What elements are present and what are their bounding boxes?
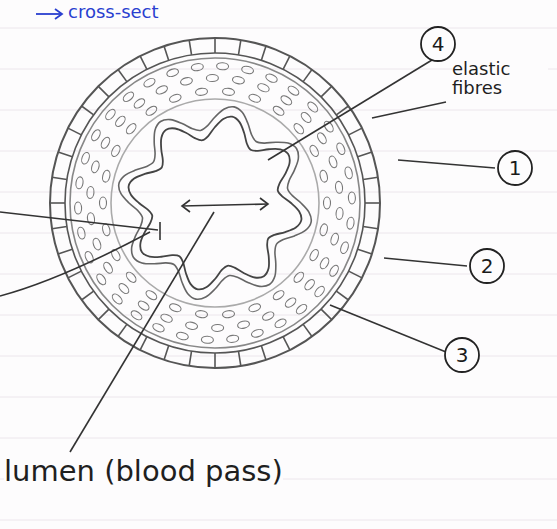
callout-number: 1 xyxy=(498,151,532,185)
part-label: elastic fibres xyxy=(452,60,548,98)
part-label: lumen (blood pass) xyxy=(4,456,283,486)
callout-number: 4 xyxy=(421,27,455,61)
callout-circle: 1 xyxy=(498,151,532,185)
callout-circle: 4 xyxy=(421,27,455,61)
callout-number: 3 xyxy=(445,338,479,372)
heading-note: cross-sect xyxy=(68,3,159,22)
callout-circle: 3 xyxy=(445,338,479,372)
callout-number: 2 xyxy=(470,249,504,283)
callout-circle: 2 xyxy=(470,249,504,283)
